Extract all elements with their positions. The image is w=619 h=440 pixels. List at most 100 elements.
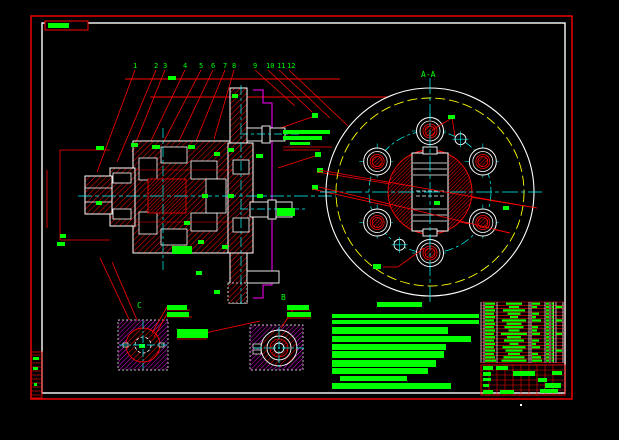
bom-cell-bar bbox=[532, 326, 538, 329]
stud-section bbox=[371, 217, 383, 228]
bom-cell-bar bbox=[551, 349, 554, 352]
title-cell-bar bbox=[496, 366, 508, 370]
balloon-number: 5 bbox=[199, 62, 203, 70]
note-line-bar bbox=[332, 320, 479, 324]
note-line-bar bbox=[332, 336, 471, 342]
balloon-number: 4 bbox=[183, 62, 187, 70]
balloon-number: 11 bbox=[277, 62, 285, 70]
bom-cell-bar bbox=[551, 332, 554, 335]
bom-cell-bar bbox=[546, 356, 549, 359]
detail-c-label: C bbox=[137, 301, 142, 310]
dim-text-bar bbox=[198, 240, 204, 244]
bom-cell-bar bbox=[485, 316, 495, 319]
bom-cell-bar bbox=[508, 329, 520, 332]
stud-section bbox=[477, 217, 489, 228]
bom-cell-bar bbox=[532, 356, 541, 359]
balloon-leader bbox=[177, 69, 214, 144]
bom-cell-bar bbox=[532, 319, 541, 322]
bom-cell-bar bbox=[485, 356, 495, 359]
fit-note-bar bbox=[283, 130, 330, 134]
bom-cell-bar bbox=[551, 352, 554, 356]
bom-cell-bar bbox=[507, 336, 521, 339]
title-cell-bar bbox=[538, 378, 547, 382]
bom-cell-bar bbox=[509, 305, 519, 309]
bom-cell-bar bbox=[546, 322, 549, 325]
bom-cell-bar bbox=[546, 302, 549, 305]
flange-dimension-marks bbox=[373, 115, 509, 269]
bom-cell-bar bbox=[507, 312, 521, 315]
dim-text-bar bbox=[172, 246, 192, 254]
bom-cell-bar bbox=[551, 319, 554, 322]
bom-cell-bar bbox=[504, 326, 524, 329]
bom-cell-bar bbox=[546, 312, 549, 315]
title-cell-bar bbox=[545, 383, 561, 388]
bom-cell-bar bbox=[485, 349, 495, 352]
dim-text-bar bbox=[96, 201, 102, 205]
balloon-number: 7 bbox=[223, 62, 227, 70]
dim-text-bar bbox=[196, 271, 202, 275]
dim-text-bar bbox=[434, 201, 440, 205]
page-mark-dot bbox=[520, 404, 522, 406]
dim-text-bar bbox=[232, 94, 238, 98]
dim-text-bar bbox=[96, 146, 104, 150]
bom-cell-bar bbox=[551, 342, 554, 345]
bom-cell-bar bbox=[551, 305, 554, 309]
bom-cell-bar bbox=[546, 352, 549, 356]
border-strip-block bbox=[30, 351, 43, 399]
bom-cell-bar bbox=[485, 312, 494, 315]
bom-cell-bar bbox=[556, 319, 562, 322]
balloon-number: 2 bbox=[154, 62, 158, 70]
dim-text-bar bbox=[214, 152, 220, 156]
bom-cell-bar bbox=[546, 332, 549, 335]
bom-cell-bar bbox=[551, 326, 554, 329]
bom-cell-bar bbox=[503, 309, 525, 312]
stud-section bbox=[371, 156, 383, 167]
dim-text-bar bbox=[373, 264, 381, 269]
wheel-studs bbox=[359, 113, 501, 271]
title-cell-bar bbox=[513, 371, 535, 376]
dim-text-bar bbox=[503, 206, 509, 210]
bom-cell-bar bbox=[546, 319, 549, 322]
bom-cell-bar bbox=[551, 322, 554, 325]
bom-cell-bar bbox=[551, 316, 554, 319]
bom-cell-bar bbox=[546, 326, 549, 329]
bom-cell-bar bbox=[485, 342, 495, 345]
bom-cell-bar bbox=[551, 346, 554, 349]
note-line-bar bbox=[332, 360, 436, 367]
dim-text-bar bbox=[152, 145, 160, 149]
bom-cell-bar bbox=[485, 339, 494, 342]
note-line-bar bbox=[332, 344, 446, 350]
dim-text-bar bbox=[228, 194, 234, 198]
bom-cell-bar bbox=[532, 302, 540, 305]
callout-text-bar bbox=[287, 312, 311, 317]
flange-profile-aux bbox=[253, 89, 273, 299]
service-holes bbox=[391, 131, 469, 253]
title-cell-bar bbox=[552, 371, 562, 375]
title-cell-bar bbox=[483, 378, 491, 381]
dim-text-bar bbox=[188, 145, 195, 149]
bom-cell-bar bbox=[546, 309, 549, 312]
callout-text-bar bbox=[167, 305, 187, 310]
bom-cell-bar bbox=[506, 302, 522, 305]
dim-text-bar bbox=[228, 148, 234, 152]
callout-text-bar bbox=[177, 329, 208, 338]
technical-notes-block bbox=[332, 302, 479, 389]
bom-cell-bar bbox=[502, 346, 526, 349]
stud-section bbox=[477, 156, 489, 167]
section-studs bbox=[246, 125, 293, 284]
detail-view-b: B bbox=[249, 293, 311, 371]
dimension-marks bbox=[57, 76, 295, 294]
bom-cell-bar bbox=[551, 336, 554, 339]
balloon-leader bbox=[213, 69, 235, 140]
balloon-number: 10 bbox=[266, 62, 274, 70]
balloon-leader bbox=[267, 69, 313, 113]
bom-cell-bar bbox=[546, 305, 549, 309]
dim-text-bar bbox=[222, 245, 228, 249]
bom-cell-bar bbox=[502, 319, 526, 322]
detail-c-text-bars bbox=[167, 305, 208, 338]
fit-dimension-note bbox=[283, 130, 330, 145]
balloon-leader bbox=[131, 69, 166, 153]
